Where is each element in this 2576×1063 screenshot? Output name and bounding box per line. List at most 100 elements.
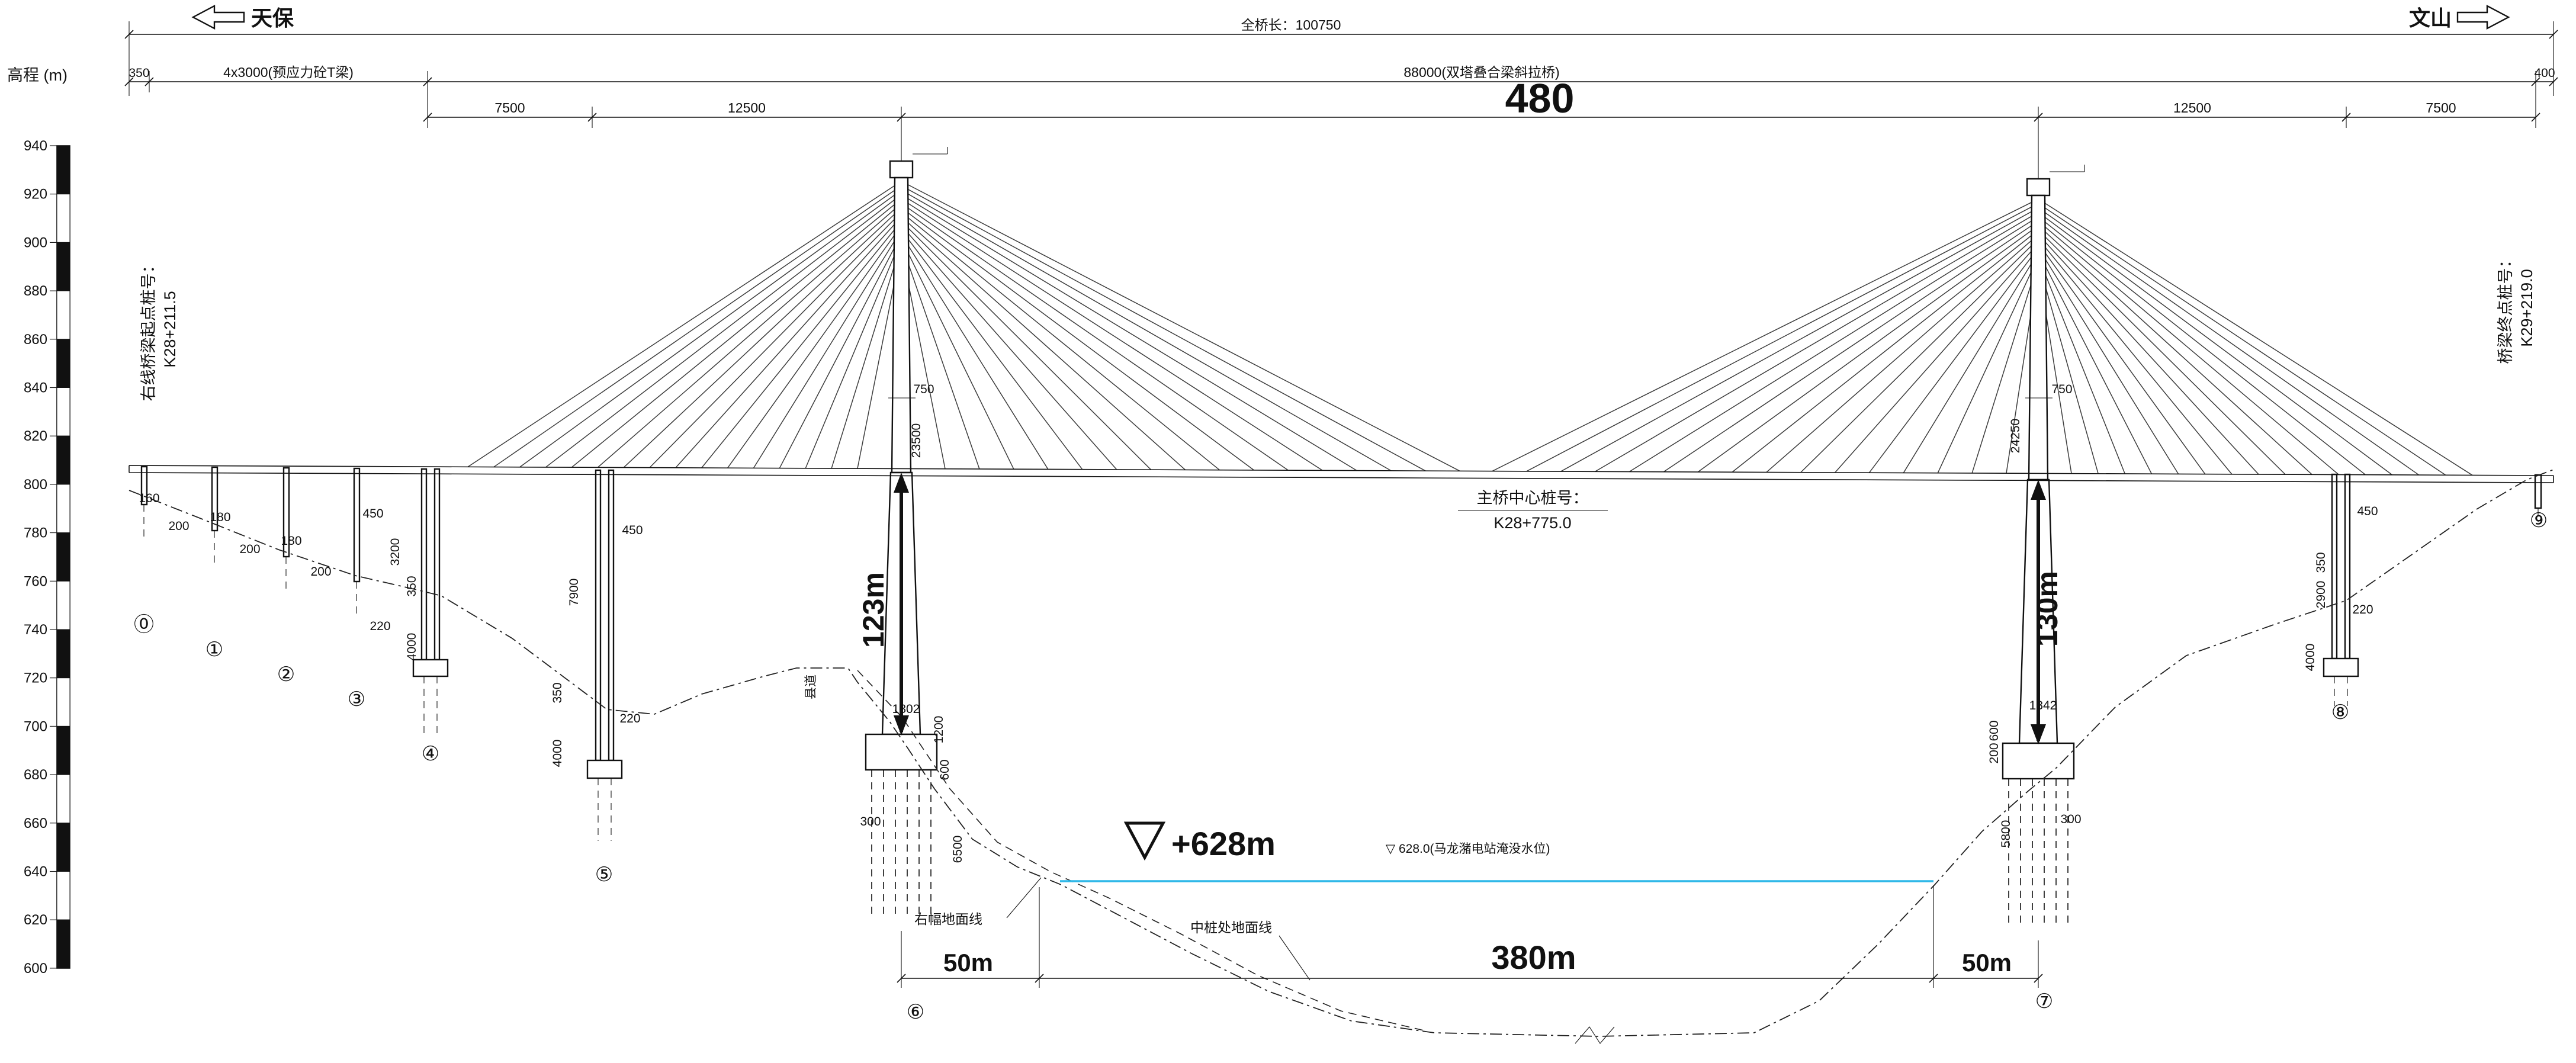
left-arrow-icon — [191, 5, 245, 30]
dim-label: 4000 — [551, 740, 564, 767]
stay-cable — [2038, 256, 2125, 474]
axis-tick-label: 940 — [24, 138, 47, 154]
axis-scale-segment — [56, 774, 70, 824]
pier-number: ⑥ — [907, 1001, 924, 1023]
stay-cable — [2038, 203, 2446, 476]
stay-cable — [467, 181, 902, 468]
dim-label: 160 — [139, 492, 159, 505]
stay-cable — [2038, 243, 2206, 475]
axis-tick-label: 700 — [24, 718, 47, 734]
dim-400: 400 — [2534, 66, 2555, 80]
left-height-arrow-down-icon — [894, 715, 909, 736]
pier-5-column-a — [595, 469, 602, 762]
dim-row-lines — [129, 34, 2553, 118]
stay-cable — [2038, 198, 2473, 476]
axis-scale-segment — [56, 823, 70, 872]
axis-scale-segment — [56, 677, 70, 727]
pier-5-footing — [586, 759, 623, 779]
stay-cable — [831, 243, 902, 469]
dim-label: 350 — [551, 682, 564, 703]
stay-cable — [901, 225, 1117, 470]
axis-tick-label: 740 — [24, 622, 47, 638]
stay-cable — [1937, 256, 2039, 474]
dim-label: 300 — [2060, 812, 2081, 826]
stay-cable — [2038, 229, 2286, 475]
dim-label: 220 — [619, 712, 640, 725]
axis-tick-label: 680 — [24, 767, 47, 783]
centerline-ground-label: 中桩处地面线 — [1190, 920, 1272, 935]
water-level-big-label: +628m — [1171, 825, 1276, 862]
stay-cable — [753, 230, 902, 468]
center-station-label: 主桥中心桩号： — [1477, 489, 1589, 507]
bottom-dim-ticks — [897, 974, 2043, 983]
axis-tick-label: 660 — [24, 815, 47, 831]
stay-cable — [901, 194, 1357, 471]
dim-label: 23500 — [910, 423, 923, 458]
stay-cable — [1800, 238, 2039, 473]
right-height-arrow-up-icon — [2031, 480, 2046, 500]
axis-tick-label: 760 — [24, 573, 47, 589]
axis-scale-segment — [56, 435, 70, 485]
approach-piers — [140, 465, 2542, 841]
stay-cable — [901, 243, 980, 470]
pier-number: ⓪ — [134, 614, 154, 636]
stay-cable — [623, 207, 902, 468]
ground-line-centerline — [129, 469, 2554, 1037]
axis-scale-segment — [56, 629, 70, 679]
left-tower-height-label: 123m — [857, 572, 890, 648]
stay-cable — [1663, 220, 2039, 473]
dim-label: 220 — [2352, 603, 2373, 616]
right-arrow-icon — [2456, 5, 2510, 30]
dim-label: 200 — [168, 519, 189, 533]
right-tower-benchmark-icon — [2025, 165, 2085, 399]
dim-label: 4000 — [405, 633, 419, 661]
pier-9 — [2534, 474, 2542, 509]
stay-cable — [901, 230, 1083, 470]
stay-cable — [2038, 248, 2179, 474]
dim-7500-left: 7500 — [494, 100, 525, 115]
pier-4-column-a — [420, 468, 428, 661]
stay-cable — [901, 239, 1014, 470]
pier-8-column-b — [2344, 473, 2351, 660]
direction-right: 文山 — [2409, 5, 2510, 30]
elevation-axis: 高程 (m) 940920900880860840820800780760740… — [7, 66, 70, 977]
stay-cable — [901, 198, 1323, 471]
stay-cable — [493, 185, 902, 468]
right-tower-top-cap — [2026, 178, 2051, 197]
stay-cable — [649, 211, 902, 468]
stay-cable — [571, 198, 902, 468]
stay-cable — [2038, 207, 2420, 476]
dim-label: 350 — [405, 576, 419, 596]
dim-label: 4000 — [2304, 644, 2317, 672]
stay-cable — [1766, 234, 2039, 473]
dim-label: 6500 — [951, 836, 965, 863]
stay-cable — [901, 181, 1460, 471]
dim-label: 3200 — [388, 538, 402, 566]
pier-number: ② — [277, 663, 295, 686]
dim-label: 200 — [239, 542, 260, 556]
axis-tick-label: 880 — [24, 283, 47, 299]
dim-label: 1342 — [2029, 699, 2057, 712]
pier-number: ⑨ — [2530, 509, 2548, 532]
axis-scale-segment — [56, 871, 70, 920]
axis-tick-label: 820 — [24, 428, 47, 444]
dim-label: 600 — [1987, 720, 2001, 741]
pier-4-column-b — [433, 468, 441, 661]
stay-cable — [1697, 225, 2039, 473]
left-tower-mast — [891, 176, 912, 474]
end-station-value: K29+219.0 — [2518, 269, 2536, 346]
dim-label: 350 — [2314, 552, 2328, 573]
pier-3 — [353, 467, 361, 583]
water-level: +628m ▽ 628.0(马龙潴电站淹没水位) — [1060, 821, 1933, 882]
right-tower-height-label: 130m — [2031, 571, 2064, 647]
stay-cable — [1526, 203, 2039, 472]
direction-left-label: 天保 — [251, 6, 294, 30]
stay-cable — [2038, 239, 2233, 475]
left-height-arrow-up-icon — [894, 473, 909, 493]
axis-tick-label: 920 — [24, 187, 47, 203]
stay-cable — [2038, 220, 2339, 476]
axis-tick-label: 620 — [24, 912, 47, 928]
axis-scale-segment — [56, 919, 70, 969]
dim-label: 5800 — [1999, 820, 2013, 848]
